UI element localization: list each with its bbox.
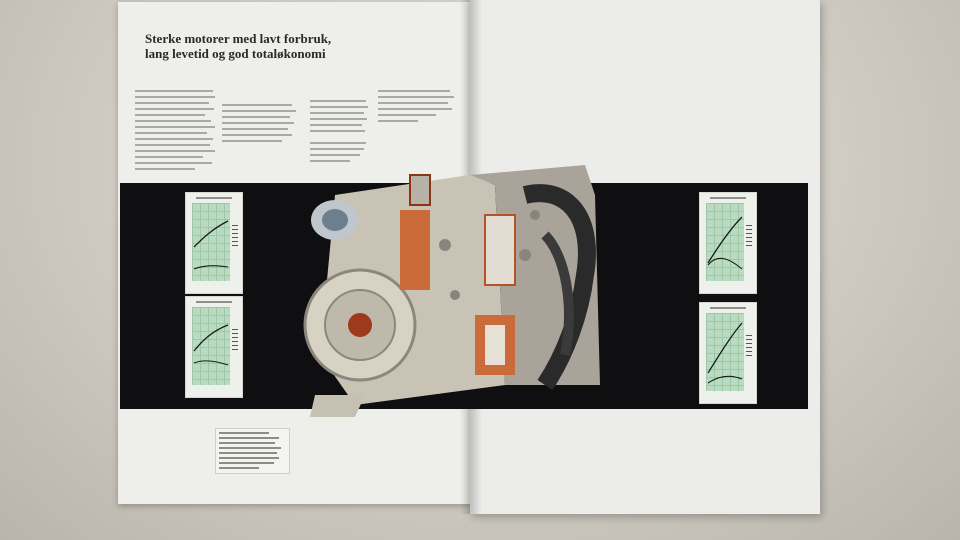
body-text-column-2 <box>222 90 298 173</box>
body-text-column-1 <box>135 90 217 183</box>
performance-chart <box>699 302 757 404</box>
headline-line-2: lang levetid og god totaløkonomi <box>145 46 326 61</box>
body-text-column-4 <box>378 90 456 143</box>
performance-chart <box>185 296 243 398</box>
performance-chart <box>699 192 757 294</box>
body-text-column-3 <box>310 90 370 173</box>
engine-cutaway-photo <box>303 165 600 417</box>
caption-box <box>215 428 290 474</box>
performance-chart <box>185 192 243 294</box>
page-headline: Sterke motorer med lavt forbruk, lang le… <box>145 31 385 61</box>
headline-line-1: Sterke motorer med lavt forbruk, <box>145 31 332 46</box>
